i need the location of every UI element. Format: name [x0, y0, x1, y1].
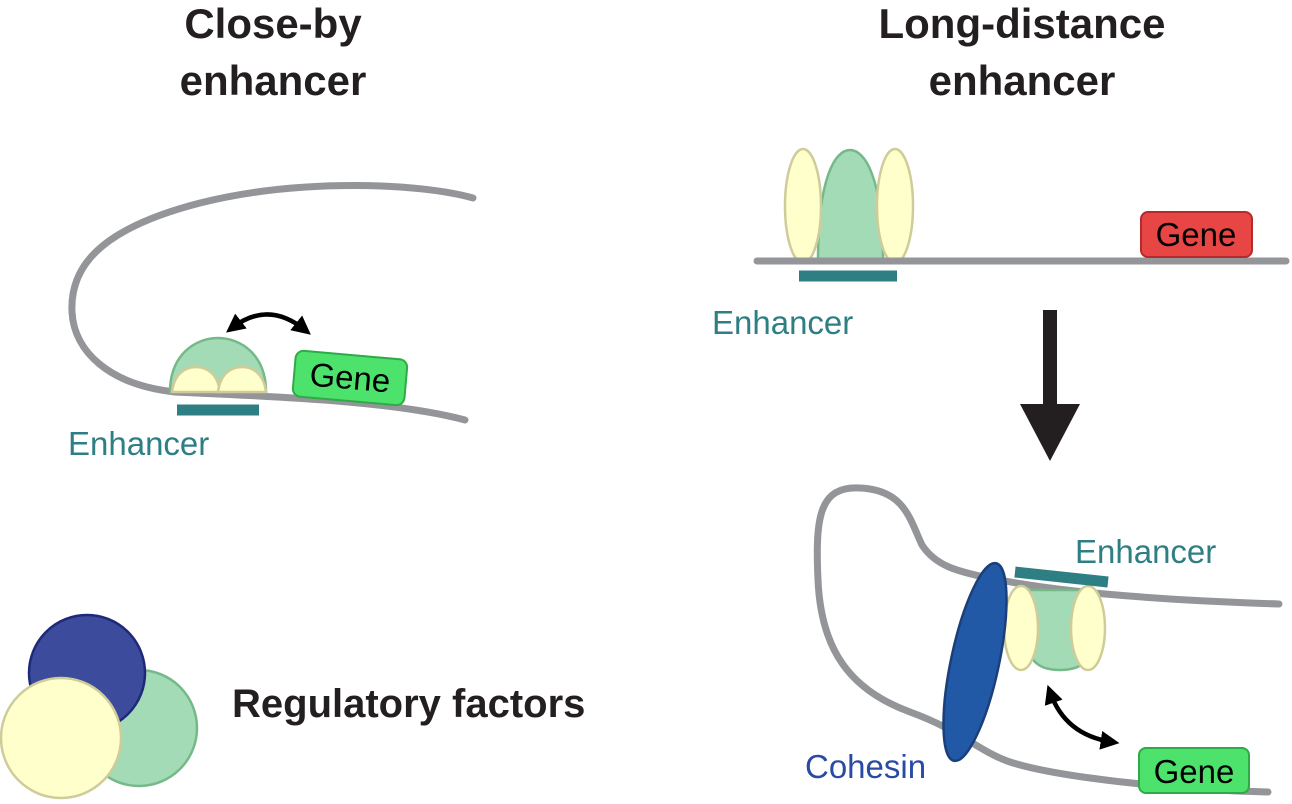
after-yellow-factor-right — [1069, 584, 1107, 672]
transition-arrow-shaft — [1043, 310, 1057, 410]
close-by-gene: Gene — [291, 349, 409, 407]
long-distance-before: Enhancer Gene — [712, 147, 1290, 341]
cohesin-ring — [942, 561, 1008, 763]
close-by-yellow-factor-right — [216, 365, 268, 394]
transition-arrow — [1020, 310, 1080, 461]
after-enhancer-bar — [1014, 566, 1109, 588]
before-gene-box — [1140, 211, 1253, 258]
long-distance-panel: Long-distance enhancer Enhancer Gene Enh… — [712, 0, 1290, 796]
close-by-dna-strand — [68, 182, 477, 424]
transition-arrow-head — [1020, 404, 1080, 461]
before-enhancer-label: Enhancer — [712, 304, 853, 341]
close-by-title-line1: Close-by — [184, 0, 362, 47]
close-by-title-line2: enhancer — [180, 57, 367, 104]
legend: Regulatory factors — [0, 613, 585, 800]
close-by-yellow-factor-left — [170, 365, 222, 394]
after-interaction-arrow — [1044, 684, 1120, 750]
after-yellow-factor-left — [1002, 584, 1040, 672]
legend-yellow-circle — [0, 676, 123, 800]
before-green-factor — [816, 148, 885, 262]
legend-label: Regulatory factors — [232, 682, 585, 726]
after-gene-label: Gene — [1154, 753, 1235, 790]
after-gene-box — [1138, 747, 1250, 794]
close-by-interaction-arrow — [226, 312, 311, 335]
long-distance-after: Enhancer Cohesin Gene — [805, 484, 1283, 796]
before-gene-label: Gene — [1156, 216, 1237, 253]
before-yellow-factor-right — [875, 147, 915, 265]
before-yellow-factor-left — [783, 147, 823, 265]
long-distance-title-line2: enhancer — [929, 57, 1116, 104]
close-by-regulatory-complex — [168, 336, 268, 394]
long-distance-title-line1: Long-distance — [878, 0, 1165, 47]
close-by-panel: Close-by enhancer Enhancer Gene — [68, 0, 477, 462]
close-by-gene-label: Gene — [308, 356, 392, 400]
after-enhancer-label: Enhancer — [1075, 533, 1216, 570]
close-by-enhancer-label: Enhancer — [68, 425, 209, 462]
close-by-gene-box — [291, 349, 409, 407]
cohesin-label: Cohesin — [805, 748, 926, 785]
